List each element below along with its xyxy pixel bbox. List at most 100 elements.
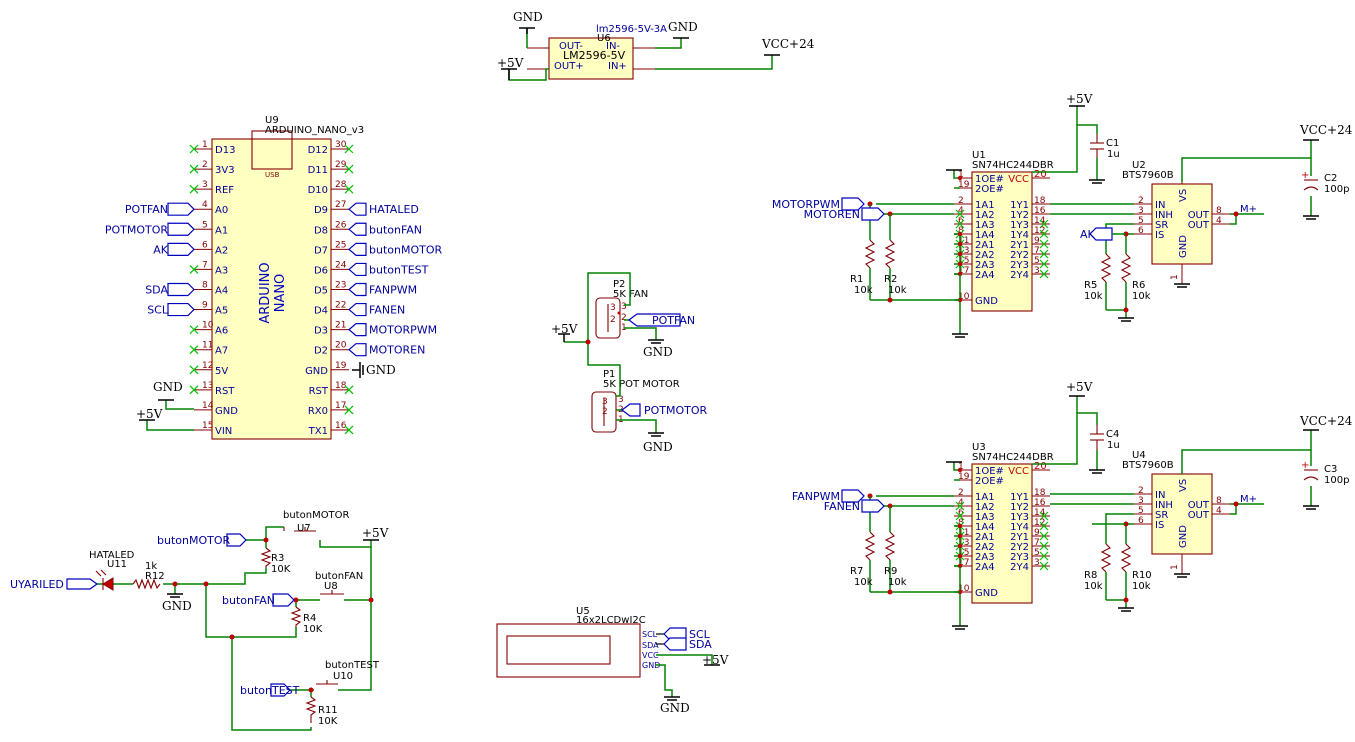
svg-text:100p: 100p xyxy=(1324,184,1349,195)
switch-u10[interactable]: U10 butonTEST xyxy=(316,660,380,685)
resistor-r11[interactable]: R11 10K xyxy=(305,696,338,727)
svg-text:U8: U8 xyxy=(324,581,338,592)
net-label-motoren[interactable]: MOTOREN xyxy=(804,207,885,221)
net-label-butonfan[interactable]: butonFAN xyxy=(222,593,295,607)
net-label-potfan[interactable] xyxy=(167,202,195,216)
svg-text:+5V: +5V xyxy=(1066,380,1093,394)
net-label-butonmotor[interactable]: butonMOTOR xyxy=(157,533,247,547)
net-label-fanen[interactable]: FANEN xyxy=(824,499,885,513)
buffer-u3[interactable]: U3SN74HC244DBR1OE#12OE#191A121A241A361A4… xyxy=(792,442,1054,630)
nano-pin-name: VIN xyxy=(215,426,232,437)
p5v-symbol-bottom: +5V xyxy=(1066,380,1093,397)
net-label-scl[interactable] xyxy=(167,302,195,317)
resistor-r4[interactable]: R4 10K xyxy=(290,606,323,635)
cap-c1[interactable]: C1 1u xyxy=(1090,134,1120,160)
switch-u7[interactable]: U7 butonMOTOR xyxy=(283,510,350,534)
buffer-u1[interactable]: U1SN74HC244DBR1OE#12OE#191A121A241A361A4… xyxy=(772,150,1054,338)
nano-pin-name: TX1 xyxy=(308,426,328,437)
nano-pin-name: 3V3 xyxy=(215,165,235,176)
svg-text:+: + xyxy=(1301,460,1309,471)
nano-pin-num: 16 xyxy=(335,421,347,431)
net-label-hataled[interactable]: HATALED xyxy=(348,202,419,216)
lcd-u5[interactable]: U5 16x2LCDwI2C SCL SDA VCC GND xyxy=(496,606,660,678)
nano-net-motorpwm: MOTORPWM xyxy=(369,324,437,337)
net-label-motorpwm[interactable]: MOTORPWM xyxy=(348,323,437,337)
vcc24-symbol-bottom: VCC+24 xyxy=(1299,414,1353,431)
net-label-uyariled[interactable]: UYARILED xyxy=(10,578,99,591)
arduino-nano[interactable]: USB U9 ARDUINO_NANO_v3 ARDUINO NANO D131… xyxy=(105,115,443,440)
cap-c3[interactable]: + C3 100p xyxy=(1301,460,1349,486)
net-label-butontest[interactable]: butonTEST xyxy=(240,683,300,697)
net-label-potfan[interactable]: POTFAN xyxy=(628,313,695,327)
nano-pin-name: D6 xyxy=(314,265,328,276)
nano-pin-num: 19 xyxy=(335,361,347,371)
net-label-ak[interactable] xyxy=(167,242,195,256)
svg-text:3: 3 xyxy=(1034,558,1040,568)
net-label-ak-driver[interactable]: AK xyxy=(1080,227,1113,241)
led-u11[interactable]: HATALED U11 xyxy=(89,550,135,591)
net-label-potmotor[interactable]: POTMOTOR xyxy=(621,403,708,417)
nano-pin-name: D4 xyxy=(314,306,328,317)
svg-text:6: 6 xyxy=(1138,226,1144,236)
svg-text:2A4: 2A4 xyxy=(975,562,995,573)
gnd-symbol-c4 xyxy=(1089,469,1105,474)
nano-pin-a3: A37 xyxy=(189,260,228,276)
cap-c4[interactable]: C4 1u xyxy=(1090,425,1120,451)
svg-text:17: 17 xyxy=(958,266,969,276)
svg-text:VCC: VCC xyxy=(1008,174,1029,185)
svg-text:1A2: 1A2 xyxy=(975,502,995,513)
net-label-butonmotor[interactable]: butonMOTOR xyxy=(348,242,442,256)
svg-text:M+: M+ xyxy=(1240,494,1257,505)
svg-text:2A1: 2A1 xyxy=(975,532,995,543)
svg-text:C4: C4 xyxy=(1106,429,1119,440)
resistor-r12[interactable]: 1k R12 xyxy=(132,561,165,590)
switch-u8[interactable]: U8 butonFAN xyxy=(315,571,363,595)
svg-text:16x2LCDwI2C: 16x2LCDwI2C xyxy=(576,615,646,626)
gnd-symbol-p1: GND xyxy=(643,432,673,454)
svg-text:butonFAN: butonFAN xyxy=(315,571,363,582)
net-label-sda[interactable] xyxy=(167,282,195,297)
svg-text:2: 2 xyxy=(958,196,964,206)
nano-body-line1: ARDUINO xyxy=(258,262,273,323)
svg-text:10k: 10k xyxy=(854,577,873,588)
net-label-motorpwm[interactable]: MOTORPWM xyxy=(772,197,865,211)
net-label-potmotor[interactable] xyxy=(167,222,195,236)
net-label-fanen[interactable]: FANEN xyxy=(348,302,405,317)
nano-pin-num: 28 xyxy=(335,180,347,190)
nano-net-hataled: HATALED xyxy=(369,203,419,216)
nano-pin-name: A1 xyxy=(215,225,228,236)
nano-pin-num: 17 xyxy=(335,401,346,411)
svg-text:OUT: OUT xyxy=(1188,220,1210,231)
svg-text:VCC+24: VCC+24 xyxy=(1299,414,1353,428)
bottom-power-wiring xyxy=(1032,396,1312,506)
pot-p1-motor[interactable]: P1 5K POT MOTOR 3 2 3 2 1 xyxy=(591,369,680,433)
net-label-fanpwm[interactable]: FANPWM xyxy=(348,282,417,296)
net-label-butontest[interactable]: butonTEST xyxy=(348,262,429,276)
svg-text:R5: R5 xyxy=(1084,280,1097,291)
svg-text:1u: 1u xyxy=(1107,440,1120,451)
nano-net-butontest: butonTEST xyxy=(369,263,429,276)
net-label-fanpwm[interactable]: FANPWM xyxy=(792,489,865,503)
regulator-lm2596[interactable]: U6 lm2596-5V-3A LM2596-5V OUT- OUT+ IN- … xyxy=(527,24,667,80)
svg-text:R11: R11 xyxy=(318,705,338,716)
svg-text:2OE#: 2OE# xyxy=(975,184,1004,195)
net-label-lcd-sda[interactable]: SDA xyxy=(663,637,712,651)
svg-text:1Y2: 1Y2 xyxy=(1010,502,1029,513)
pot-p2-fan[interactable]: P2 5K FAN 3 2 1 3 2 xyxy=(595,279,648,339)
svg-text:100p: 100p xyxy=(1324,475,1349,486)
cap-c2[interactable]: + C2 100p xyxy=(1301,170,1349,195)
net-label-butonfan[interactable]: butonFAN xyxy=(348,222,422,236)
resistor-r3[interactable]: R3 10K xyxy=(260,547,291,575)
net-label-motoren[interactable]: MOTOREN xyxy=(348,343,425,357)
svg-text:1Y4: 1Y4 xyxy=(1010,230,1029,241)
svg-text:VS: VS xyxy=(1178,189,1189,202)
nano-pin-name: A3 xyxy=(215,265,228,276)
nano-pin-num: 29 xyxy=(335,160,347,170)
svg-text:1Y3: 1Y3 xyxy=(1010,512,1029,523)
